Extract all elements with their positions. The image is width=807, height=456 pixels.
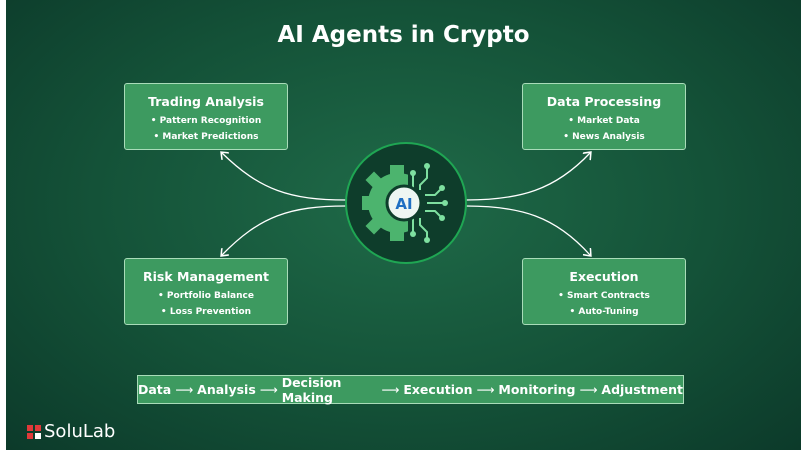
box-title: Risk Management <box>142 269 270 284</box>
arrow-icon: ⟶ <box>259 382 278 397</box>
list-item: • News Analysis <box>523 129 685 145</box>
ai-gear-circuit-icon <box>345 142 467 264</box>
flow-step: Decision Making <box>281 374 342 405</box>
risk-management-box: Risk Management • Portfolio Balance • Lo… <box>124 258 288 325</box>
execution-box: Execution • Smart Contracts • Auto-Tunin… <box>522 258 686 325</box>
list-item-text: Market Predictions <box>162 132 259 142</box>
box-title: Trading Analysis <box>148 94 264 109</box>
solulab-logo: SoluLab <box>27 421 115 442</box>
list-item: • Loss Prevention <box>125 304 287 320</box>
list-item: • Smart Contracts <box>523 288 685 304</box>
arrow-icon: ⟶ <box>175 382 194 397</box>
brand-name: SoluLab <box>44 421 116 442</box>
list-item: • Auto-Tuning <box>523 304 685 320</box>
list-item-text: Portfolio Balance <box>166 291 254 301</box>
bullet: • <box>569 307 576 317</box>
arrow-icon: ⟶ <box>381 382 400 397</box>
bullet: • <box>150 116 157 126</box>
arrow-icon: ⟶ <box>476 382 495 397</box>
box-title: Execution <box>569 269 639 284</box>
solulab-logo-icon <box>27 424 41 439</box>
bullet: • <box>153 132 160 142</box>
list-item: • Portfolio Balance <box>125 288 287 304</box>
data-processing-box: Data Processing • Market Data • News Ana… <box>522 83 686 150</box>
list-item-text: Smart Contracts <box>567 291 650 301</box>
box-title: Data Processing <box>546 94 662 109</box>
trading-analysis-box: Trading Analysis • Pattern Recognition •… <box>124 83 288 150</box>
bullet: • <box>158 291 164 301</box>
list-item-text: Pattern Recognition <box>159 116 262 126</box>
flow-step: Analysis <box>197 382 256 397</box>
flow-step: Data <box>138 382 172 397</box>
process-flow-bar: Data⟶ Analysis⟶ Decision Making⟶ Executi… <box>137 374 684 405</box>
bullet: • <box>568 116 574 126</box>
flow-step: Adjustment <box>601 382 683 397</box>
list-item: • Pattern Recognition <box>125 113 287 129</box>
connector-arrow <box>465 205 590 255</box>
list-item-text: Auto-Tuning <box>578 307 639 317</box>
connector-arrow <box>222 205 347 255</box>
list-item-text: News Analysis <box>572 132 645 142</box>
flow-step: Execution <box>403 382 473 397</box>
bullet: • <box>160 307 167 317</box>
connector-arrow <box>465 153 590 201</box>
bullet: • <box>563 132 569 142</box>
page-title: AI Agents in Crypto <box>277 22 530 48</box>
list-item: • Market Predictions <box>125 129 287 145</box>
list-item-text: Loss Prevention <box>169 307 252 317</box>
list-item: • Market Data <box>523 113 685 129</box>
ai-label: AI <box>395 195 412 213</box>
list-item-text: Market Data <box>577 116 640 126</box>
connector-arrow <box>222 153 347 201</box>
flow-step: Monitoring <box>498 382 576 397</box>
arrow-icon: ⟶ <box>579 382 598 397</box>
bullet: • <box>558 291 564 301</box>
